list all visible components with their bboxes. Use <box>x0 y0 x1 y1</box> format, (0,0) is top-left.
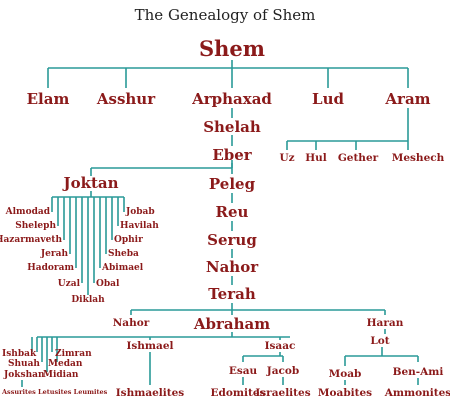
line-terah: Terah <box>208 285 256 303</box>
line-shelah: Shelah <box>203 118 261 136</box>
aram-son-4: Meshech <box>392 152 445 164</box>
aram-son-3: Gether <box>338 152 379 164</box>
joktan-son-almodad: Almodad <box>5 207 51 217</box>
abraham-son-zimran: Zimran <box>55 349 92 359</box>
joktan-son-hazarmaveth: Hazarmaveth <box>0 235 62 245</box>
terah-son-nahor: Nahor <box>113 317 150 329</box>
shem-son-2: Asshur <box>96 90 156 108</box>
lot-son-ben-ami: Ben-Ami <box>393 366 444 378</box>
line-peleg: Peleg <box>209 175 256 193</box>
edomites: Edomites <box>211 387 266 399</box>
joktan-son-sheleph: Sheleph <box>15 221 56 231</box>
root-shem: Shem <box>199 36 265 61</box>
isaac-son-esau: Esau <box>229 365 258 377</box>
moabites: Moabites <box>318 387 372 399</box>
joktan-son-hadoram: Hadoram <box>27 263 74 273</box>
connector-lines <box>31 60 419 385</box>
abraham-son-medan: Medan <box>48 359 83 369</box>
joktan-son-sheba: Sheba <box>108 249 139 259</box>
joktan-son-diklah: Diklah <box>71 295 105 305</box>
aram-son-1: Uz <box>279 152 294 164</box>
diagram-title: The Genealogy of Shem <box>135 6 316 24</box>
jokshan-descendants: Assurites Letusites Leumites <box>1 388 108 396</box>
joktan-son-obal: Obal <box>96 279 120 289</box>
line-serug: Serug <box>207 231 257 249</box>
shem-son-1: Elam <box>27 90 70 108</box>
abraham-son-midian: Midian <box>43 370 79 380</box>
line-nahor: Nahor <box>206 258 259 276</box>
line-eber: Eber <box>212 146 252 164</box>
joktan: Joktan <box>61 174 118 192</box>
abraham-son-jokshan: Jokshan <box>3 370 45 380</box>
joktan-son-ophir: Ophir <box>114 235 143 245</box>
aram-son-2: Hul <box>305 152 327 164</box>
joktan-son-jobab: Jobab <box>125 207 155 217</box>
shem-son-4: Lud <box>312 90 344 108</box>
shem-son-3: Arphaxad <box>191 90 272 108</box>
haran-son-lot: Lot <box>370 335 389 347</box>
isaac-son-jacob: Jacob <box>266 365 300 377</box>
ammonites: Ammonites <box>384 387 450 399</box>
joktan-son-abimael: Abimael <box>101 263 144 273</box>
abraham-son-ishmael: Ishmael <box>126 340 173 352</box>
ishmaelites: Ishmaelites <box>116 387 185 399</box>
shem-son-5: Aram <box>384 90 430 108</box>
abraham-son-ishbak: Ishbak <box>2 349 37 359</box>
joktan-son-havilah: Havilah <box>120 221 159 231</box>
terah-son-haran: Haran <box>367 317 404 329</box>
abraham-son-isaac: Isaac <box>265 340 296 352</box>
line-reu: Reu <box>216 203 249 221</box>
abraham-son-shuah: Shuah <box>8 359 40 369</box>
joktan-son-jerah: Jerah <box>40 249 69 259</box>
terah-son-abraham: Abraham <box>193 315 270 333</box>
joktan-son-uzal: Uzal <box>58 279 81 289</box>
israelites: Israelites <box>255 387 310 399</box>
lot-son-moab: Moab <box>329 368 362 380</box>
